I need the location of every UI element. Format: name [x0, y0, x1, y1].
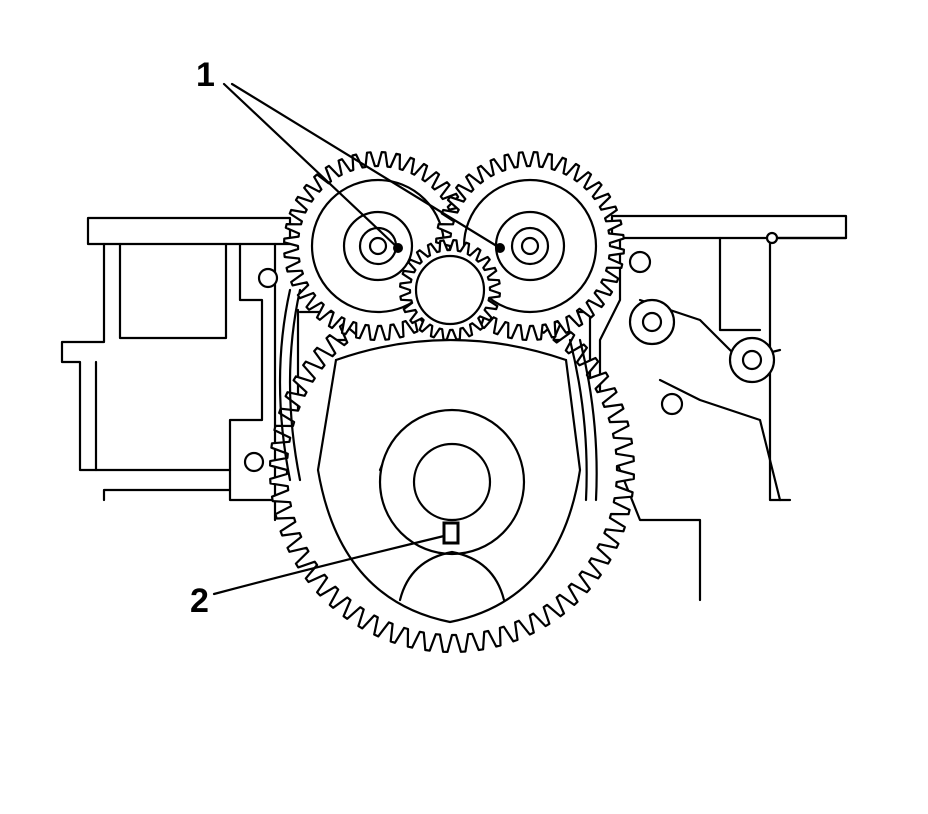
callout-1: 1	[196, 56, 215, 94]
leader-lines	[212, 82, 502, 596]
crankshaft-gear	[269, 287, 635, 653]
chain-guides	[278, 288, 598, 502]
crank-timing-mark	[442, 521, 460, 545]
callout-2: 2	[190, 582, 209, 620]
idler-gear	[399, 239, 501, 341]
